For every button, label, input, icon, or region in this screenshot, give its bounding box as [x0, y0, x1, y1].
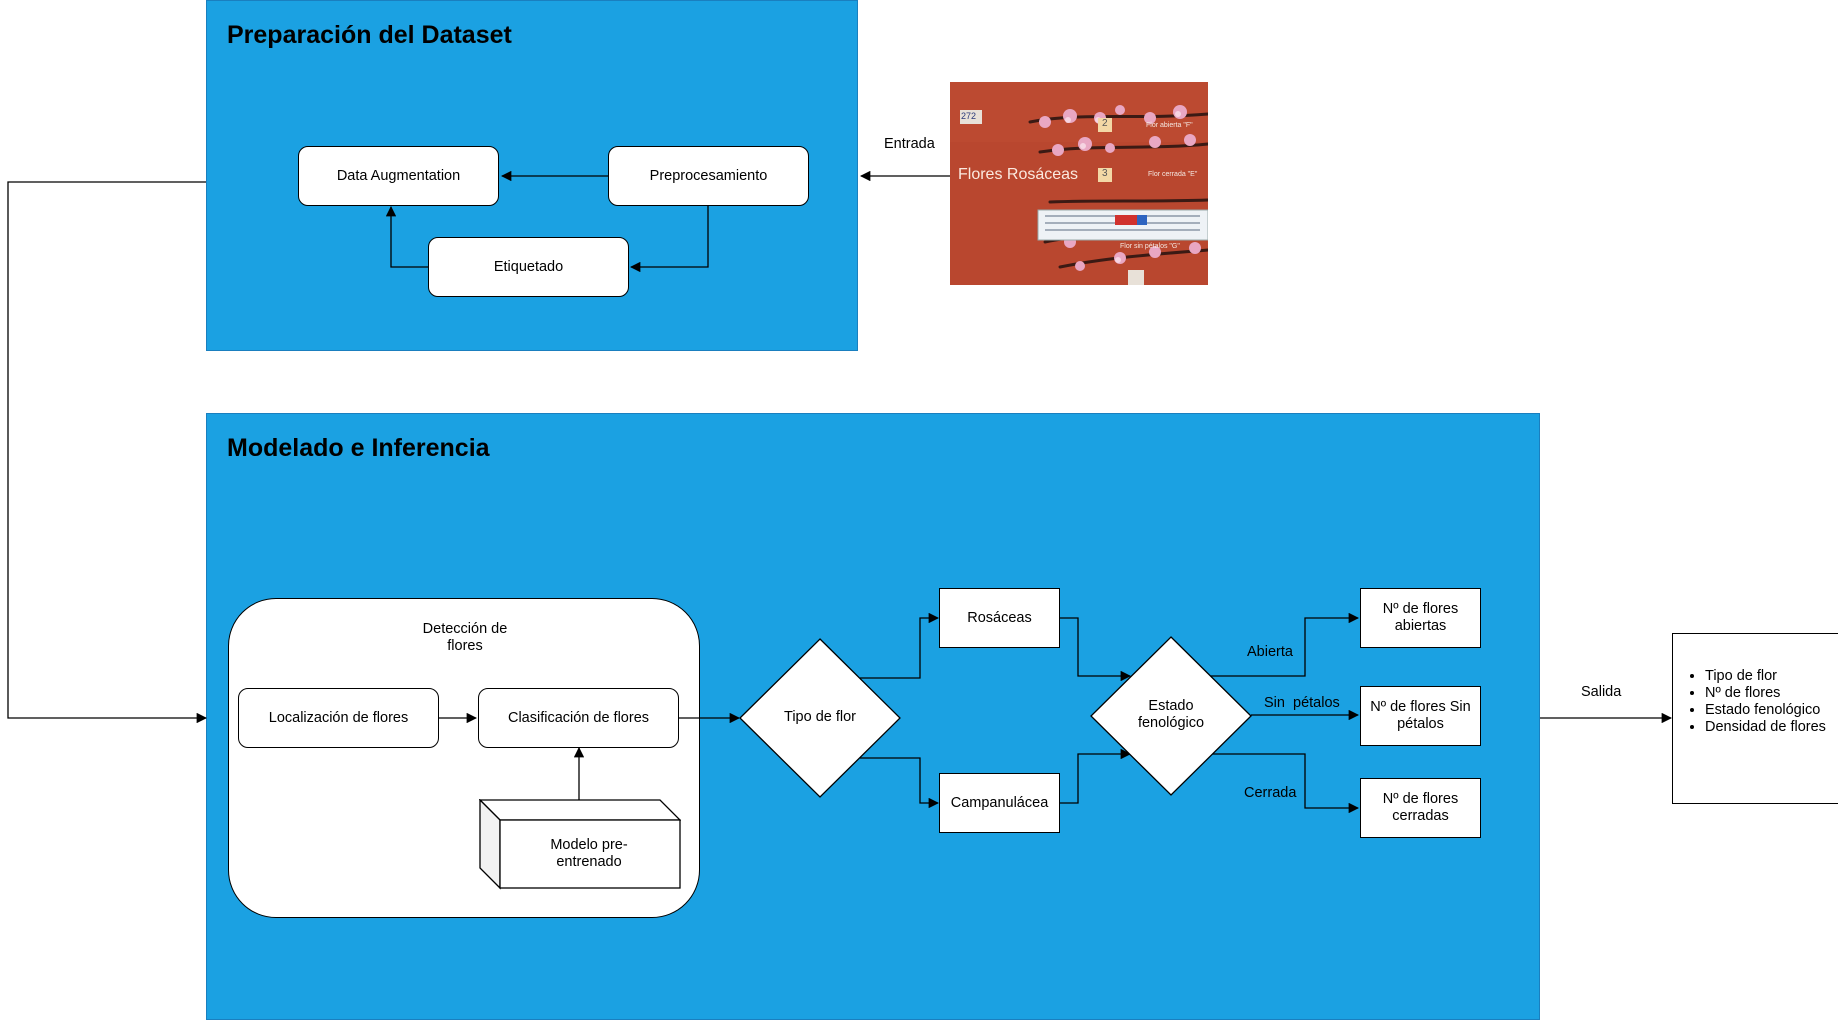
detection-group-title: Detección de flores — [422, 621, 508, 654]
diamond-shape — [739, 638, 901, 798]
photo-caption: Flores Rosáceas — [958, 166, 1079, 183]
output-open-node[interactable]: Nº de flores abiertas — [1360, 588, 1481, 648]
modelling-panel-title: Modelado e Inferencia — [227, 434, 490, 462]
phenological-label: Estado fenológico — [1137, 698, 1205, 731]
flower-branches-image — [950, 82, 1208, 285]
pretrained-model-label: Modelo pre-entrenado — [550, 837, 628, 870]
phenological-decision[interactable]: Estado fenológico — [1090, 636, 1252, 796]
output-no-petals-node[interactable]: Nº de flores Sin pétalos — [1360, 686, 1481, 746]
photo-label-open: Flor abierta "F" — [1146, 122, 1193, 129]
photo-label-no-petals: Flor sin pétalos "G" — [1120, 243, 1180, 250]
preprocesamiento-node[interactable]: Preprocesamiento — [608, 146, 809, 206]
input-photo: 272 2 3 Flor abierta "F" Flor cerrada "E… — [950, 82, 1208, 285]
rosaceas-node[interactable]: Rosáceas — [939, 588, 1060, 648]
output-item: Nº de flores — [1705, 685, 1832, 702]
output-edge-label: Salida — [1581, 684, 1622, 700]
output-item: Densidad de flores — [1705, 719, 1832, 736]
classification-node[interactable]: Clasificación de flores — [478, 688, 679, 748]
cube-shape — [478, 798, 682, 890]
campanulacea-node[interactable]: Campanulácea — [939, 773, 1060, 833]
diamond-shape — [1090, 636, 1252, 796]
output-summary-list: Tipo de flor Nº de flores Estado fenológ… — [1685, 668, 1832, 736]
photo-tag-number: 272 — [961, 111, 977, 121]
edge-label-open: Abierta — [1247, 644, 1293, 660]
etiquetado-node[interactable]: Etiquetado — [428, 237, 629, 297]
dataset-panel-title: Preparación del Dataset — [227, 21, 512, 49]
photo-marker-2: 2 — [1102, 118, 1108, 129]
localization-node[interactable]: Localización de flores — [238, 688, 439, 748]
edge-label-closed: Cerrada — [1244, 785, 1297, 801]
photo-marker-3: 3 — [1102, 168, 1108, 179]
flower-type-label: Tipo de flor — [784, 709, 856, 725]
input-edge-label: Entrada — [884, 136, 935, 152]
pretrained-model-node[interactable]: Modelo pre-entrenado — [478, 798, 682, 890]
output-item: Tipo de flor — [1705, 668, 1832, 685]
edge-label-no-petals: Sin pétalos — [1264, 695, 1340, 711]
output-item: Estado fenológico — [1705, 702, 1832, 719]
output-closed-node[interactable]: Nº de flores cerradas — [1360, 778, 1481, 838]
photo-label-closed: Flor cerrada "E" — [1148, 171, 1198, 178]
data-augmentation-node[interactable]: Data Augmentation — [298, 146, 499, 206]
output-summary-box[interactable]: Tipo de flor Nº de flores Estado fenológ… — [1672, 633, 1838, 804]
flower-type-decision[interactable]: Tipo de flor — [739, 638, 901, 798]
